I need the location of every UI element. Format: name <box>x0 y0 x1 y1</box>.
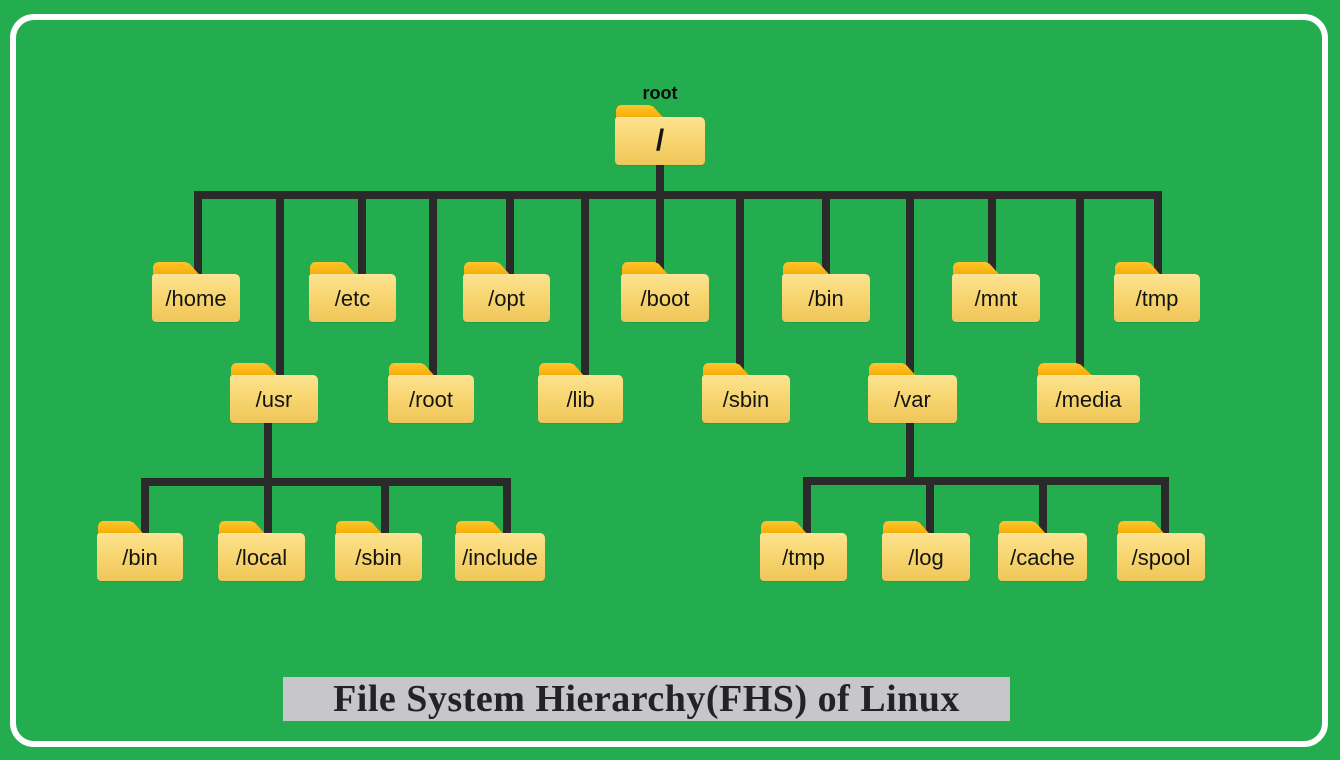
connector-drop-home <box>194 191 202 277</box>
connector-drop-var-log <box>926 477 934 536</box>
folder-media: /media <box>1037 363 1140 423</box>
folder-label: /boot <box>640 286 690 311</box>
folder-tmp: /tmp <box>1114 262 1200 322</box>
connector-drop-var-cache <box>1039 477 1047 536</box>
connector-drop-media <box>1076 191 1084 378</box>
folder-label: /spool <box>1131 545 1191 570</box>
folder-opt: /opt <box>463 262 550 322</box>
folder-body-icon: /sbin <box>335 533 422 581</box>
folder-mnt: /mnt <box>952 262 1040 322</box>
folder-body-icon: /lib <box>538 375 623 423</box>
connector-drop-root <box>429 191 437 378</box>
folder-body-icon: /media <box>1037 375 1140 423</box>
folder-boot: /boot <box>621 262 709 322</box>
folder-sbin: /sbin <box>702 363 790 423</box>
folder-body-icon: /usr <box>230 375 318 423</box>
folder-label: /etc <box>334 286 371 311</box>
folder-usr: /usr <box>230 363 318 423</box>
folder-lib: /lib <box>538 363 623 423</box>
folder-body-icon: /spool <box>1117 533 1205 581</box>
connector-drop-bin <box>822 191 830 277</box>
connector-level1-bus <box>194 191 1162 199</box>
folder-usr-local: /local <box>218 521 305 581</box>
folder-body-icon: /bin <box>782 274 870 322</box>
folder-body-icon: / <box>615 117 705 165</box>
connector-usr-bus <box>141 478 511 486</box>
folder-var-cache: /cache <box>998 521 1087 581</box>
connector-drop-var-spool <box>1161 477 1169 536</box>
folder-usr-bin: /bin <box>97 521 183 581</box>
rounded-border-frame <box>10 14 1328 747</box>
folder-label: /usr <box>255 387 293 412</box>
folder-etc: /etc <box>309 262 396 322</box>
folder-body-icon: /bin <box>97 533 183 581</box>
folder-body-icon: /boot <box>621 274 709 322</box>
connector-drop-usr-sbin <box>381 478 389 536</box>
root-caption: root <box>642 83 678 103</box>
connector-drop-tmp <box>1154 191 1162 277</box>
folder-label: /media <box>1055 387 1122 412</box>
folder-label: /bin <box>808 286 844 311</box>
folder-label: / <box>655 124 665 157</box>
folder-label: /local <box>235 545 288 570</box>
connector-drop-var <box>906 191 914 378</box>
folder-label: /root <box>408 387 454 412</box>
folder-label: /mnt <box>974 286 1018 311</box>
folder-var-spool: /spool <box>1117 521 1205 581</box>
folder-label: /tmp <box>1135 286 1179 311</box>
folder-body-icon: /tmp <box>760 533 847 581</box>
connector-drop-opt <box>506 191 514 277</box>
folder-label: /log <box>908 545 944 570</box>
folder-body-icon: /cache <box>998 533 1087 581</box>
folder-body-icon: /home <box>152 274 240 322</box>
folder-label: /tmp <box>782 545 825 570</box>
folder-label: /bin <box>122 545 158 570</box>
connector-usr-stem <box>264 418 272 486</box>
folder-label: /sbin <box>355 545 402 570</box>
connector-drop-sbin <box>736 191 744 378</box>
connector-drop-usr <box>276 191 284 378</box>
folder-body-icon: /var <box>868 375 957 423</box>
folder-label: /home <box>165 286 227 311</box>
folder-body-icon: /sbin <box>702 375 790 423</box>
connector-var-stem <box>906 418 914 485</box>
folder-home: /home <box>152 262 240 322</box>
connector-drop-boot <box>656 191 664 277</box>
folder-body-icon: /opt <box>463 274 550 322</box>
connector-drop-usr-bin <box>141 478 149 536</box>
folder-label: /include <box>462 545 538 570</box>
folder-var-tmp: /tmp <box>760 521 847 581</box>
folder-root: / <box>615 105 705 165</box>
folder-root-home: /root <box>388 363 474 423</box>
folder-body-icon: /etc <box>309 274 396 322</box>
connector-drop-usr-local <box>264 478 272 536</box>
folder-label: /lib <box>566 387 595 412</box>
folder-label: /cache <box>1010 545 1075 570</box>
folder-label: /opt <box>488 286 525 311</box>
connector-var-bus <box>803 477 1169 485</box>
connector-drop-etc <box>358 191 366 277</box>
folder-usr-include: /include <box>455 521 545 581</box>
title-text: File System Hierarchy(FHS) of Linux <box>333 678 960 720</box>
folder-var: /var <box>868 363 957 423</box>
connector-root-stem <box>656 162 664 199</box>
title-banner: File System Hierarchy(FHS) of Linux <box>283 677 1010 721</box>
folder-usr-sbin: /sbin <box>335 521 422 581</box>
folder-body-icon: /tmp <box>1114 274 1200 322</box>
connector-drop-mnt <box>988 191 996 277</box>
folder-body-icon: /include <box>455 533 545 581</box>
connector-drop-lib <box>581 191 589 378</box>
folder-body-icon: /root <box>388 375 474 423</box>
folder-label: /sbin <box>722 387 770 412</box>
folder-body-icon: /mnt <box>952 274 1040 322</box>
folder-label: /var <box>894 387 931 412</box>
connector-drop-var-tmp <box>803 477 811 536</box>
folder-bin: /bin <box>782 262 870 322</box>
folder-var-log: /log <box>882 521 970 581</box>
connector-drop-usr-include <box>503 478 511 536</box>
folder-body-icon: /local <box>218 533 305 581</box>
folder-body-icon: /log <box>882 533 970 581</box>
